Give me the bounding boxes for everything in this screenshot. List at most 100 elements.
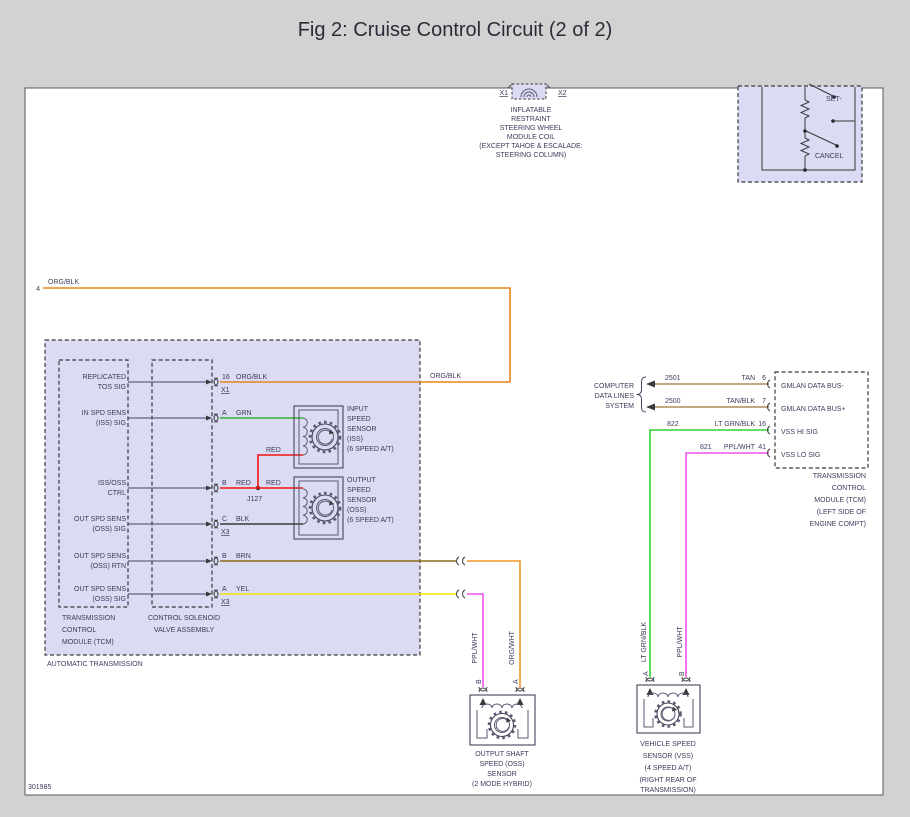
switch-pivot-dot	[803, 129, 807, 133]
connector-icon	[213, 483, 219, 493]
inline-connector-icon	[456, 556, 466, 566]
switch-contact-dot	[831, 119, 835, 123]
pin-label: 16	[758, 421, 766, 428]
tcm-left-name: MODULE (TCM)	[62, 639, 114, 646]
connector-icon	[213, 589, 219, 599]
reluctor-icon	[656, 702, 680, 726]
tcm-signal-row-oss-rtn: OUT SPD SENS (OSS) RTN B BRN	[74, 553, 251, 570]
tcm-left-name: CONTROL	[62, 627, 96, 634]
signal-label: VSS HI SIG	[781, 429, 818, 436]
connector-id: X3	[221, 599, 230, 606]
wire-color-label: ORG/WHT	[509, 630, 516, 665]
tcm-signal-row-oss-sig-c: OUT SPD SENS (OSS) SIG C X3 BLK	[74, 516, 250, 536]
brace-icon	[636, 376, 647, 413]
arrowhead-icon	[206, 558, 212, 564]
iss-label: SENSOR	[347, 426, 377, 433]
set-label: SET-	[826, 96, 842, 103]
sensor-housing	[643, 699, 694, 728]
switch-contact-dot	[832, 95, 836, 99]
tcm-left-box	[58, 359, 129, 608]
coil-icon	[302, 488, 308, 525]
cancel-switch-arm	[805, 130, 837, 146]
wire-red	[220, 454, 303, 489]
signal-label: (OSS) SIG	[93, 526, 126, 533]
arrowhead-icon	[206, 485, 212, 491]
iss-label: (6 SPEED A/T)	[347, 446, 394, 453]
signal-label: VSS LO SIG	[781, 452, 820, 459]
vss-label: VEHICLE SPEED	[640, 741, 696, 748]
wire-color-label: GRN	[236, 410, 252, 417]
signal-label: OUT SPD SENS	[74, 553, 126, 560]
pin-label: B	[222, 480, 227, 487]
oss-label: OUTPUT	[347, 477, 377, 484]
tcm-right-name: (LEFT SIDE OF	[817, 509, 866, 516]
set-switch-arm	[808, 83, 834, 97]
vss-label: SENSOR (VSS)	[643, 753, 693, 760]
sensor-housing	[476, 710, 529, 739]
arrowhead-icon	[206, 379, 212, 385]
feed-wire-labels: 4 ORG/BLK ORG/BLK	[36, 279, 461, 380]
oss-sensor: OUTPUT SPEED SENSOR (OSS) (6 SPEED A/T)	[293, 476, 394, 540]
connector-icon	[767, 379, 771, 458]
pin-label: 7	[762, 398, 766, 405]
connector-id: X1	[499, 90, 508, 97]
reluctor-icon	[311, 494, 339, 522]
iss-label: (ISS)	[347, 436, 363, 443]
solenoid-name: VALVE ASSEMBLY	[154, 627, 215, 634]
oss-hybrid-label: (2 MODE HYBRID)	[472, 781, 532, 788]
signal-label: OUT SPD SENS	[74, 586, 126, 593]
switch-contact-dot	[835, 144, 839, 148]
coil-label: (EXCEPT TAHOE & ESCALADE:	[479, 143, 583, 150]
reluctor-teeth-icon	[487, 710, 517, 740]
rotation-arrow-icon	[661, 706, 676, 721]
wire-ppl-wht	[467, 593, 484, 687]
coil-label: STEERING WHEEL	[500, 125, 563, 132]
wire-color-label: LT GRN/BLK	[715, 421, 756, 428]
vss-label: TRANSMISSION)	[640, 787, 696, 794]
wire-lt-grn-blk	[649, 429, 769, 677]
circuit-number: 821	[700, 444, 712, 451]
wire-color-label: YEL	[236, 586, 249, 593]
tcm-right-name: ENGINE COMPT)	[810, 521, 866, 528]
tcm-signal-row-replicated-tos: REPLICATED TOS SIG 16 X1 ORG/BLK	[83, 374, 268, 394]
arrowhead-icon	[479, 698, 487, 705]
oss-label: (6 SPEED A/T)	[347, 517, 394, 524]
oss-label: SENSOR	[347, 497, 377, 504]
rotation-arrowhead-icon	[506, 717, 511, 723]
pin-label: A	[643, 671, 650, 676]
wire-color-label: RED	[266, 480, 281, 487]
coil-icon	[647, 692, 689, 698]
cruise-switch-assembly: SET- CANCEL	[737, 83, 863, 183]
oss-hybrid-label: SENSOR	[487, 771, 517, 778]
iss-label: INPUT	[347, 406, 369, 413]
tcm-signal-row-oss-sig-a: OUT SPD SENS (OSS) SIG A X3 YEL	[74, 586, 249, 606]
rotation-arrow-icon	[317, 429, 333, 445]
vss-label: (RIGHT REAR OF	[639, 777, 696, 784]
data-lines-system: COMPUTER DATA LINES SYSTEM	[594, 376, 655, 413]
pin-label: 16	[222, 374, 230, 381]
wire-color-label: PPL/WHT	[472, 632, 479, 664]
system-label: SYSTEM	[605, 403, 634, 410]
pin-label: B	[222, 553, 227, 560]
signal-label: (ISS) SIG	[96, 420, 126, 427]
signal-label: IN SPD SENS	[82, 410, 127, 417]
oss-hybrid-label: OUTPUT SHAFT	[475, 751, 529, 758]
arrowhead-icon	[646, 380, 655, 388]
reluctor-teeth-icon	[308, 491, 342, 525]
signal-label: ISS/OSS	[98, 480, 126, 487]
tcm-right: 2501 TAN 6 GMLAN DATA BUS- 2500 TAN/BLK …	[665, 371, 869, 528]
coil-icon	[302, 417, 308, 456]
system-label: COMPUTER	[594, 383, 634, 390]
cruise-switch-box	[737, 85, 863, 183]
oss-label: SPEED	[347, 487, 371, 494]
resistor-ladder-icon	[799, 87, 811, 170]
pin-label: A	[222, 410, 227, 417]
tcm-right-box	[774, 371, 869, 469]
coil-icon	[481, 703, 523, 709]
tcm-right-name: TRANSMISSION	[813, 473, 866, 480]
wire-color-label: ORG/BLK	[48, 279, 79, 286]
oss-label: (OSS)	[347, 507, 366, 514]
wire-color-label: BRN	[236, 553, 251, 560]
pin-label: B	[679, 671, 686, 676]
